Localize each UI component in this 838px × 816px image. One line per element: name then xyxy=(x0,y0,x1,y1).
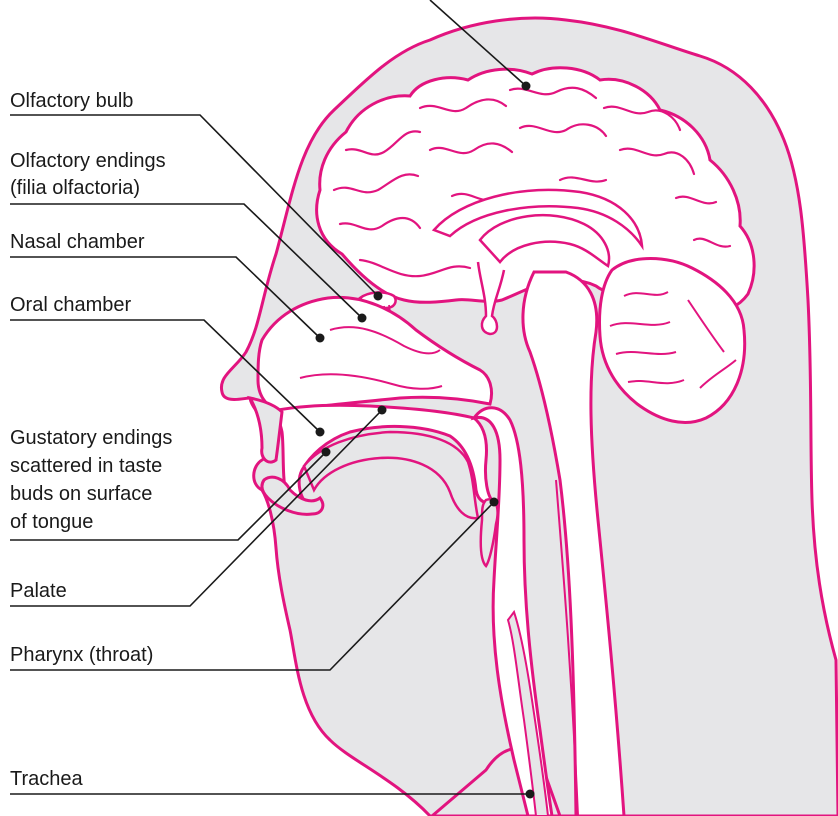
label-olfactory-endings-line1: Olfactory endings xyxy=(10,148,166,174)
dot-palate xyxy=(378,406,387,415)
upper-lip xyxy=(250,398,282,462)
dot-trachea xyxy=(526,790,535,799)
label-trachea: Trachea xyxy=(10,766,83,792)
label-oral-chamber: Oral chamber xyxy=(10,292,131,318)
label-olfactory-bulb: Olfactory bulb xyxy=(10,88,133,114)
label-pharynx: Pharynx (throat) xyxy=(10,642,153,668)
dot-olfactory-endings xyxy=(358,314,367,323)
dot-pharynx xyxy=(490,498,499,507)
label-gustatory-endings-line2: scattered in taste xyxy=(10,453,162,479)
label-nasal-chamber: Nasal chamber xyxy=(10,229,145,255)
dot-nasal-chamber xyxy=(316,334,325,343)
dot-gustatory-endings xyxy=(322,448,331,457)
label-olfactory-endings-line2: (filia olfactoria) xyxy=(10,175,140,201)
label-gustatory-endings-line3: buds on surface xyxy=(10,481,152,507)
dot-oral-chamber xyxy=(316,428,325,437)
label-gustatory-endings-line1: Gustatory endings xyxy=(10,425,172,451)
dot-brain xyxy=(522,82,531,91)
dot-olfactory-bulb xyxy=(374,292,383,301)
label-palate: Palate xyxy=(10,578,67,604)
label-gustatory-endings-line4: of tongue xyxy=(10,509,93,535)
